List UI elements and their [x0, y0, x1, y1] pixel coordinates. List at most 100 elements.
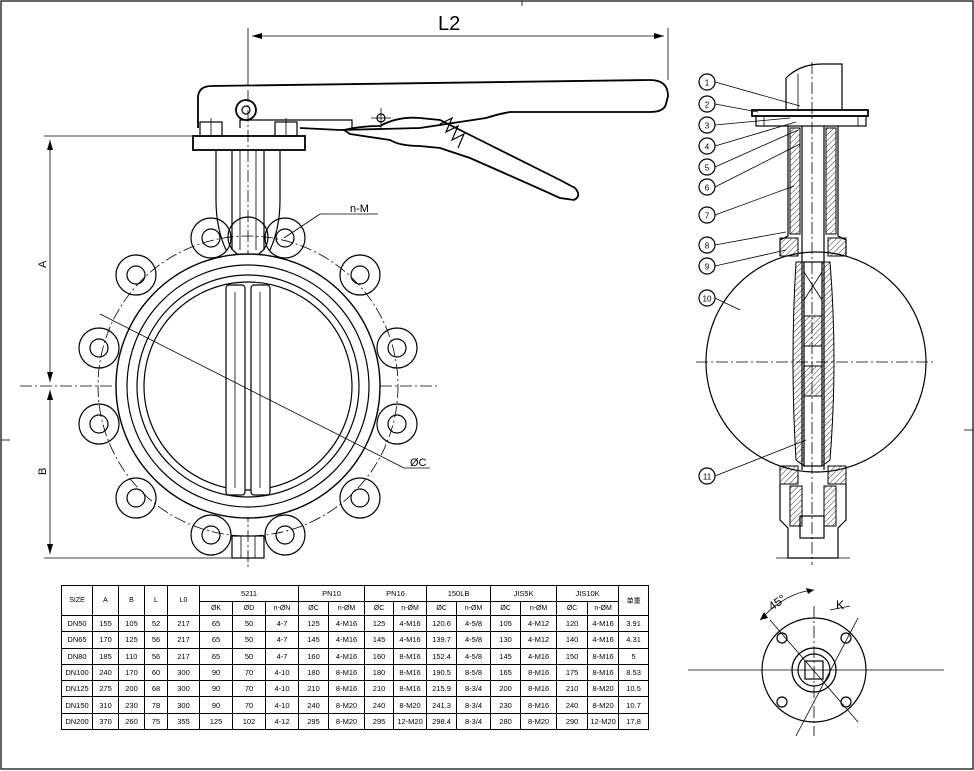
- table-cell: 155: [92, 614, 119, 633]
- table-cell: 4.31: [618, 631, 650, 649]
- subcol: ØD: [232, 601, 266, 616]
- table-cell: 120: [556, 614, 589, 633]
- table-cell: 180: [364, 663, 395, 682]
- table-cell: 298.4: [426, 712, 458, 731]
- table-cell: 4-M16: [328, 647, 366, 665]
- table-cell: 4-M12: [520, 614, 558, 633]
- table-cell: 4-10: [264, 696, 300, 714]
- table-cell: 170: [92, 631, 119, 649]
- table-cell: 78: [144, 696, 168, 714]
- disc-edge: [225, 284, 271, 496]
- label-n-m: n-M: [350, 203, 369, 215]
- table-cell: 8-M16: [328, 680, 366, 698]
- table-cell: 200: [490, 680, 522, 698]
- table-cell: 70: [232, 663, 266, 682]
- balloon-7: 7: [698, 185, 795, 224]
- table-cell: 8-M16: [587, 647, 620, 665]
- col-l: L: [144, 585, 168, 616]
- svg-text:3: 3: [705, 122, 710, 131]
- table-cell: 4-5/8: [456, 631, 492, 649]
- table-cell: 130: [490, 631, 522, 649]
- label-b: B: [37, 468, 49, 475]
- table-cell: 68: [144, 680, 168, 698]
- table-cell: 4-5/8: [456, 614, 492, 633]
- table-cell: 8-M20: [587, 680, 620, 698]
- table-cell: 8-M16: [520, 696, 558, 714]
- table-cell: 230: [490, 696, 522, 714]
- subcol: ØC: [490, 601, 522, 616]
- table-cell: 355: [167, 712, 200, 731]
- svg-text:10: 10: [703, 295, 712, 304]
- table-cell: 150: [556, 647, 589, 665]
- table-cell: 8-M20: [328, 712, 366, 731]
- side-section-view: [696, 62, 934, 565]
- table-cell: 65: [199, 614, 233, 633]
- balloon-4: 4: [698, 121, 797, 155]
- table-cell: 300: [167, 696, 200, 714]
- table-cell: 4-5/8: [456, 647, 492, 665]
- table-cell: 300: [167, 663, 200, 682]
- subcol: n-ØM: [328, 601, 366, 616]
- table-cell: 217: [167, 647, 200, 665]
- spec-table: SIZE A B L L0 5211 PN10 PN16 150LB JIS5K…: [61, 585, 650, 731]
- subcol: ØC: [298, 601, 330, 616]
- balloon-8: 8: [698, 231, 787, 254]
- balloon-6: 6: [698, 143, 801, 196]
- label-angle: 45°: [766, 591, 789, 613]
- table-cell: 125: [118, 631, 145, 649]
- table-cell: 240: [298, 696, 330, 714]
- table-cell: DN200: [61, 712, 93, 731]
- table-cell: 140: [556, 631, 589, 649]
- balloon-9: 9: [698, 249, 787, 275]
- top-plate: [192, 118, 306, 151]
- table-cell: 50: [232, 614, 266, 633]
- table-cell: 52: [144, 614, 168, 633]
- subcol: ØC: [556, 601, 589, 616]
- table-cell: 56: [144, 647, 168, 665]
- subcol: n-ØM: [456, 601, 492, 616]
- table-cell: 240: [364, 696, 395, 714]
- table-cell: 165: [490, 663, 522, 682]
- table-cell: 170: [118, 663, 145, 682]
- table-cell: 4-M16: [328, 631, 366, 649]
- table-cell: 217: [167, 614, 200, 633]
- group-pn16: PN16: [364, 585, 428, 602]
- table-cell: 3.91: [618, 614, 650, 633]
- table-cell: 60: [144, 663, 168, 682]
- table-cell: DN80: [61, 647, 93, 665]
- table-cell: 8-M16: [393, 647, 428, 665]
- table-cell: 110: [118, 647, 145, 665]
- col-weight: 单重: [618, 585, 650, 616]
- table-cell: DN125: [61, 680, 93, 698]
- table-cell: 4-7: [264, 647, 300, 665]
- table-cell: 275: [92, 680, 119, 698]
- table-cell: 120.6: [426, 614, 458, 633]
- table-cell: 8-M16: [520, 663, 558, 682]
- table-cell: 240: [556, 696, 589, 714]
- table-cell: 300: [167, 680, 200, 698]
- table-cell: 8-M16: [587, 663, 620, 682]
- table-cell: 145: [490, 647, 522, 665]
- table-cell: 210: [298, 680, 330, 698]
- table-cell: DN65: [61, 631, 93, 649]
- group-150lb: 150LB: [426, 585, 492, 602]
- label-phi-c: ØC: [410, 457, 427, 469]
- table-cell: 295: [298, 712, 330, 731]
- balloon-10: 10: [698, 289, 741, 311]
- balloon-11: 11: [698, 439, 807, 485]
- subcol: n-ØM: [520, 601, 558, 616]
- table-cell: 310: [92, 696, 119, 714]
- table-cell: 125: [199, 712, 233, 731]
- svg-text:1: 1: [705, 79, 710, 88]
- table-cell: 12-M20: [587, 712, 620, 731]
- table-header-row: SIZE A B L L0 5211 PN10 PN16 150LB JIS5K…: [61, 585, 650, 616]
- label-a: A: [37, 260, 49, 268]
